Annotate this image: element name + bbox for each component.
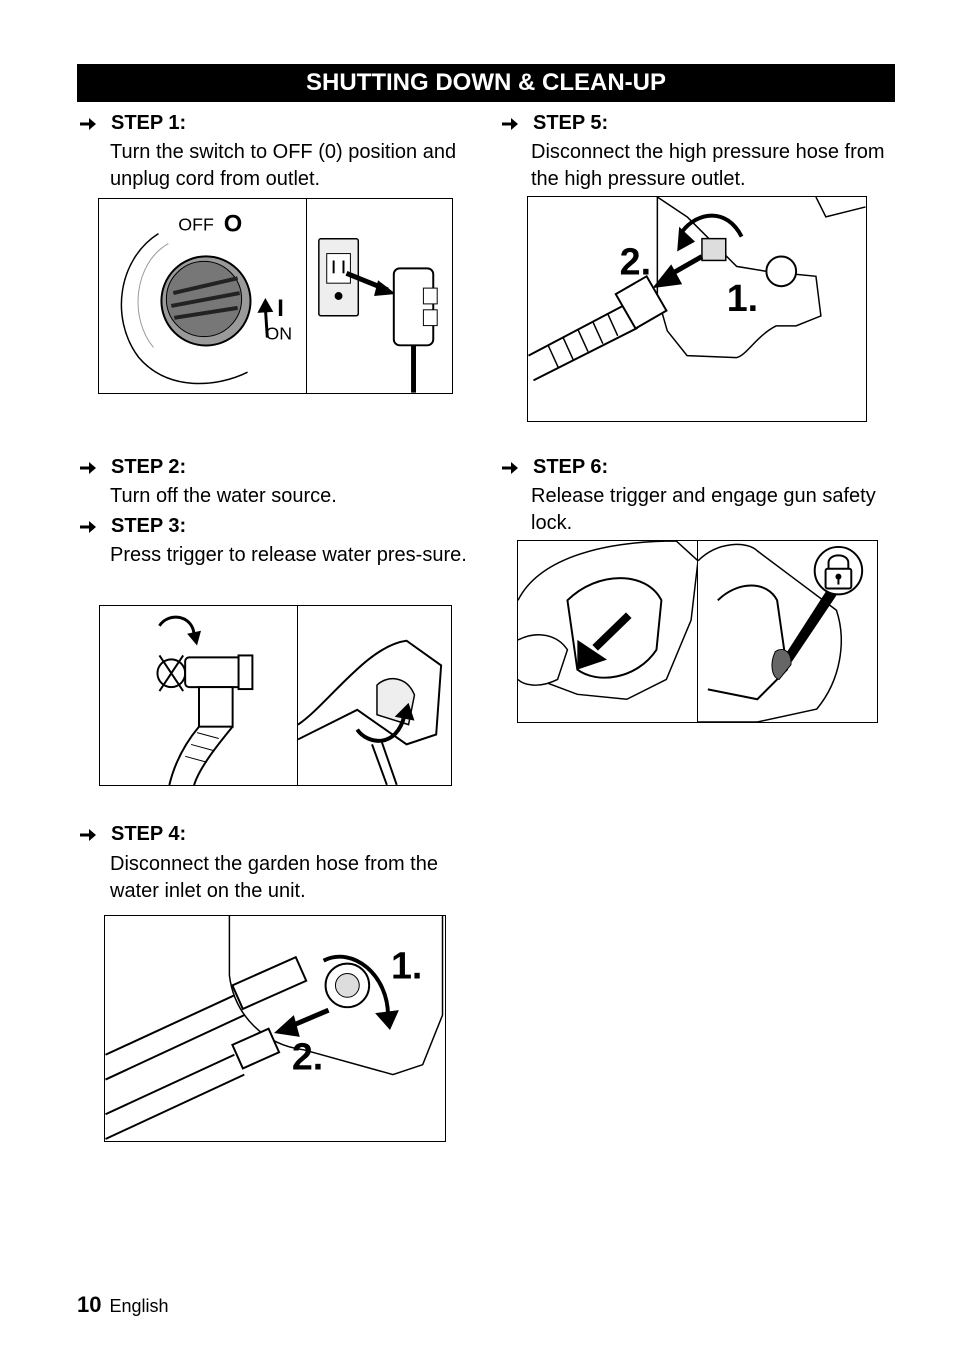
water-faucet-illustration: [99, 605, 299, 786]
unit-body: [656, 197, 822, 359]
step-1-text: Turn the switch to OFF (0) position and …: [110, 141, 457, 190]
garden-hose: [105, 994, 245, 1081]
arrow-right-icon: [80, 461, 96, 474]
high-pressure-hose: [528, 305, 638, 382]
safety-lock-illustration: [697, 540, 878, 723]
hose-coupling: [198, 686, 234, 728]
switch-illustration: OFF O I ON: [98, 198, 308, 394]
section-title: SHUTTING DOWN & CLEAN-UP: [306, 69, 666, 96]
step-6-label: STEP 6:: [533, 456, 609, 478]
rotate-arrow-icon: [263, 307, 269, 338]
step-label-1: 1.: [727, 277, 758, 319]
safety-lock-button: [771, 648, 792, 681]
page-language: English: [109, 1296, 169, 1316]
release-trigger-illustration: [517, 540, 699, 723]
step-4-heading: STEP 4:: [80, 823, 186, 846]
garden-hose-disconnect-illustration: 1. 2.: [104, 915, 446, 1142]
arrow-right-icon: [502, 117, 518, 130]
step-5-heading: STEP 5:: [502, 112, 608, 135]
off-symbol: O: [224, 211, 242, 238]
rotate-arrow-icon: [680, 213, 744, 238]
step-label-2: 2.: [292, 1036, 323, 1078]
power-plug: [392, 267, 435, 347]
rotate-arrow-icon: [158, 615, 196, 636]
release-arrow-icon: [592, 612, 632, 651]
step-5-label: STEP 5:: [533, 112, 609, 134]
arrow-right-icon: [502, 461, 518, 474]
arrow-right-icon: [80, 117, 96, 130]
high-pressure-hose-disconnect-illustration: 2. 1.: [527, 196, 867, 422]
step-2-text: Turn off the water source.: [110, 485, 337, 507]
rotate-arrow-icon: [322, 954, 390, 1016]
garden-hose: [168, 726, 234, 785]
page-footer: 10 English: [77, 1292, 169, 1318]
step-1-heading: STEP 1:: [80, 112, 186, 135]
on-symbol: I: [277, 295, 284, 322]
step-4-label: STEP 4:: [111, 823, 187, 845]
unplug-outlet-illustration: [306, 198, 453, 394]
step-2-label: STEP 2:: [111, 456, 187, 478]
step-3-label: STEP 3:: [111, 515, 187, 537]
press-arrow-icon: [355, 714, 407, 743]
step-5-text: Disconnect the high pressure hose from t…: [531, 141, 885, 190]
step-label-2: 2.: [620, 240, 651, 282]
pointer-icon: [782, 590, 837, 662]
step-3-heading: STEP 3:: [80, 515, 186, 538]
arrow-right-icon: [80, 828, 96, 841]
trigger-gun-illustration: [297, 605, 452, 786]
page-number: 10: [77, 1292, 102, 1317]
off-label: OFF: [178, 215, 214, 235]
spray-gun: [298, 639, 443, 746]
step-2-heading: STEP 2:: [80, 456, 186, 479]
step-6-heading: STEP 6:: [502, 456, 608, 479]
step-label-1: 1.: [391, 944, 422, 986]
step-3-text: Press trigger to release water pres-sure…: [110, 544, 467, 566]
on-label: ON: [265, 324, 292, 344]
step-6-text: Release trigger and engage gun safety lo…: [531, 485, 876, 534]
step-1-label: STEP 1:: [111, 112, 187, 134]
step-4-text: Disconnect the garden hose from the wate…: [110, 853, 438, 902]
high-pressure-outlet: [701, 237, 727, 262]
arrow-right-icon: [80, 520, 96, 533]
section-header: SHUTTING DOWN & CLEAN-UP: [77, 64, 895, 102]
